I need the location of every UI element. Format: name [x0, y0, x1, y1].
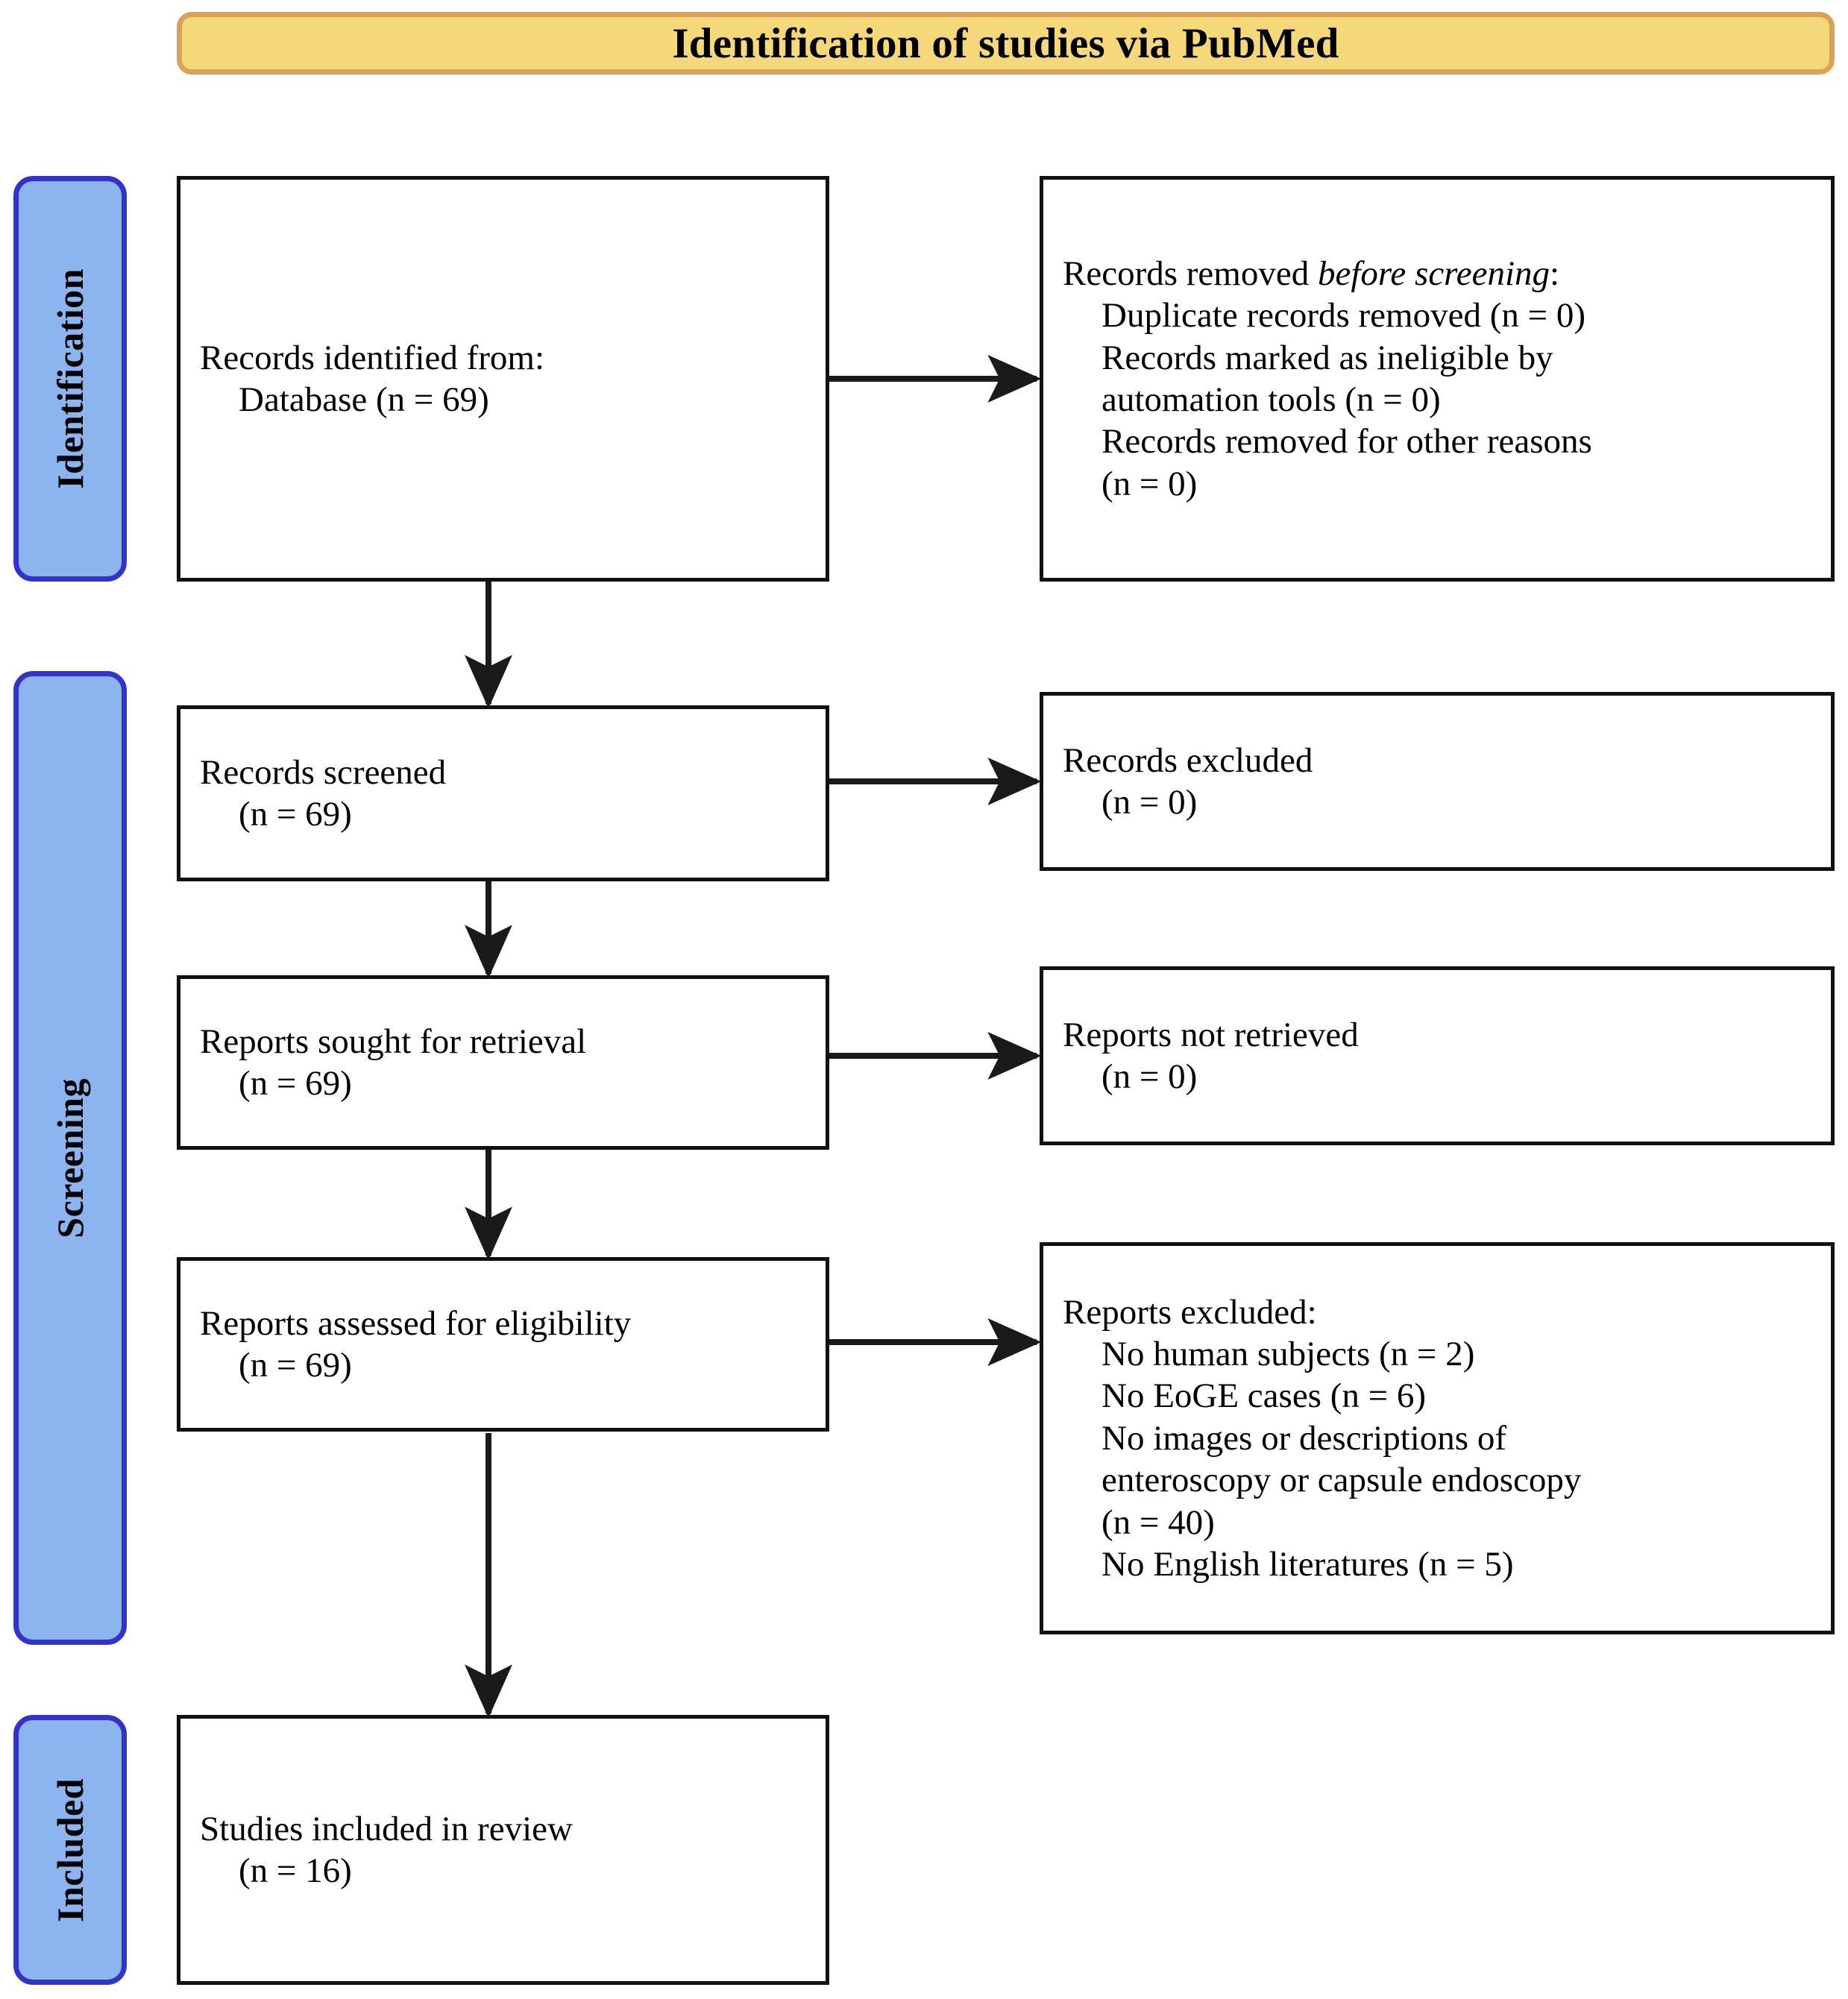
phase-tab-included-label: Included: [49, 1778, 91, 1922]
box-line: enteroscopy or capsule endoscopy: [1101, 1461, 1582, 1500]
phase-tab-screening: Screening: [13, 671, 127, 1645]
box-line: (n = 16): [239, 1851, 352, 1890]
box-reports-assessed-for-eligibility: Reports assessed for eligibility (n = 69…: [177, 1257, 829, 1432]
phase-tab-identification: Identification: [13, 176, 127, 582]
box-line: (n = 0): [1101, 1057, 1198, 1096]
box-line: No English literatures (n = 5): [1101, 1544, 1514, 1584]
phase-tab-included: Included: [13, 1715, 127, 1985]
diagram-header-banner: Identification of studies via PubMed: [177, 12, 1835, 75]
box-line: (n = 40): [1101, 1502, 1215, 1542]
box-line: Reports sought for retrieval: [200, 1021, 587, 1061]
box-line-emphasis: before screening: [1317, 254, 1550, 293]
box-reports-not-retrieved: Reports not retrieved (n = 0): [1040, 966, 1835, 1145]
box-line: (n = 69): [239, 1346, 352, 1385]
box-records-removed-before-screening: Records removed before screening: Duplic…: [1040, 176, 1835, 582]
page-title: Identification of studies via PubMed: [672, 19, 1339, 67]
box-line: Database (n = 69): [239, 380, 489, 419]
box-records-screened: Records screened (n = 69): [177, 705, 829, 881]
box-reports-excluded: Reports excluded: No human subjects (n =…: [1040, 1242, 1835, 1634]
box-line: (n = 0): [1101, 783, 1198, 822]
phase-tab-identification-label: Identification: [49, 268, 91, 489]
box-line: Records screened: [200, 752, 447, 792]
box-line: Reports assessed for eligibility: [200, 1303, 632, 1343]
box-records-identified: Records identified from: Database (n = 6…: [177, 176, 829, 582]
phase-tab-screening-label: Screening: [49, 1077, 91, 1238]
box-line: Studies included in review: [200, 1809, 573, 1848]
box-line: Reports excluded:: [1063, 1292, 1317, 1332]
box-line: (n = 0): [1101, 464, 1198, 503]
box-records-excluded: Records excluded (n = 0): [1040, 692, 1835, 871]
box-studies-included-in-review: Studies included in review (n = 16): [177, 1715, 829, 1985]
box-line: Records removed for other reasons: [1101, 422, 1592, 462]
box-line: automation tools (n = 0): [1101, 380, 1441, 419]
box-line: Reports not retrieved: [1063, 1015, 1359, 1054]
box-line: No EoGE cases (n = 6): [1101, 1376, 1427, 1416]
box-line: (n = 69): [239, 1064, 352, 1103]
box-line-suffix: :: [1550, 254, 1560, 293]
box-line: Duplicate records removed (n = 0): [1101, 296, 1586, 336]
box-line-text: Records removed: [1063, 254, 1318, 293]
box-reports-sought-for-retrieval: Reports sought for retrieval (n = 69): [177, 975, 829, 1150]
box-line: No images or descriptions of: [1101, 1418, 1507, 1458]
box-line: Records marked as ineligible by: [1101, 338, 1553, 377]
box-line: Records identified from:: [200, 338, 545, 377]
box-line: Records removed before screening:: [1063, 253, 1811, 295]
box-line: No human subjects (n = 2): [1101, 1335, 1475, 1374]
box-line: (n = 69): [239, 795, 352, 834]
box-line: Records excluded: [1063, 740, 1313, 780]
